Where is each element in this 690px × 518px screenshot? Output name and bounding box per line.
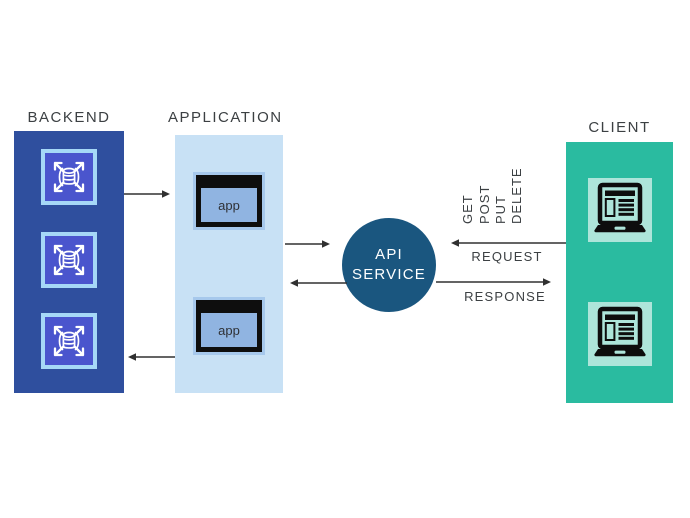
arrow-response-api-to-client — [436, 278, 551, 286]
app-window-frame: app — [196, 175, 262, 227]
app-window-screen: app — [201, 313, 257, 347]
client-panel — [566, 142, 673, 403]
arrow-request-client-to-api — [451, 239, 566, 247]
laptop-icon — [588, 178, 652, 242]
http-method-delete: DELETE — [509, 167, 524, 224]
application-panel: app app — [175, 135, 283, 393]
http-method-post: POST — [477, 184, 492, 224]
app-window-label: app — [218, 322, 240, 338]
api-service-label-line1: API — [375, 245, 403, 263]
scale-out-database-icon — [41, 232, 97, 288]
request-label: REQUEST — [471, 249, 543, 264]
api-service-label-line2: SERVICE — [352, 266, 426, 283]
app-window-icon: app — [193, 172, 265, 230]
app-window-icon: app — [193, 297, 265, 355]
client-title: CLIENT — [588, 119, 651, 136]
backend-panel — [14, 131, 124, 393]
app-window-screen: app — [201, 188, 257, 222]
laptop-icon — [588, 302, 652, 366]
api-service-node: API SERVICE — [342, 218, 436, 312]
backend-title: BACKEND — [27, 109, 111, 126]
scale-out-database-icon — [41, 313, 97, 369]
http-method-get: GET — [460, 194, 475, 224]
arrow-application-to-api — [285, 240, 330, 248]
arrow-application-to-backend — [128, 353, 175, 361]
app-window-frame: app — [196, 300, 262, 352]
response-label: RESPONSE — [464, 289, 546, 304]
scale-out-database-icon — [41, 149, 97, 205]
arrow-api-to-application — [290, 279, 347, 287]
app-window-label: app — [218, 197, 240, 213]
http-method-put: PUT — [493, 195, 508, 224]
arrow-backend-to-application — [124, 190, 170, 198]
application-title: APPLICATION — [168, 109, 283, 126]
